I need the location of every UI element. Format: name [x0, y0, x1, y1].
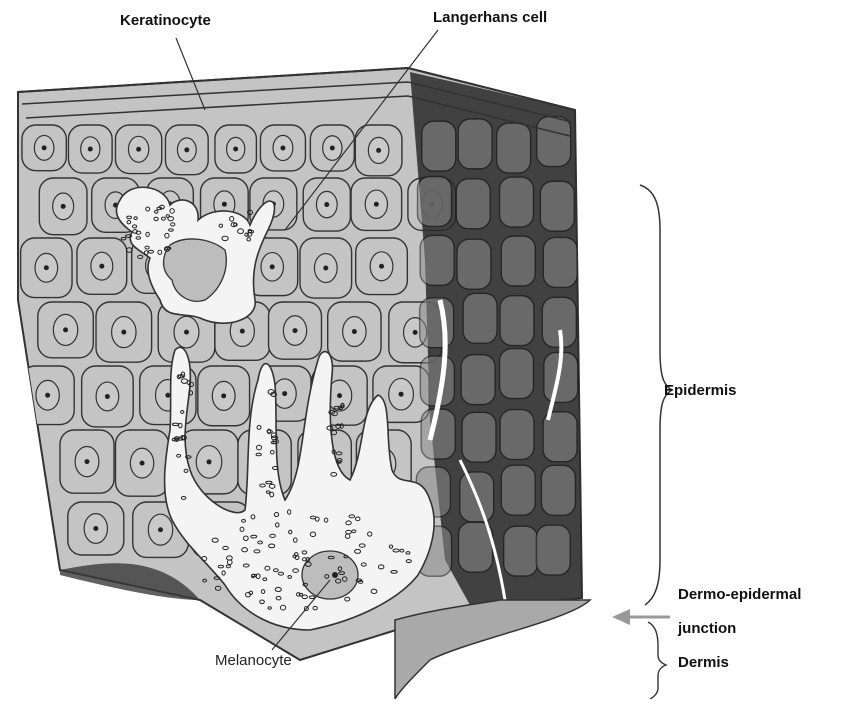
- keratinocyte-nucleolus: [352, 329, 357, 334]
- dark-region-cell: [541, 465, 575, 515]
- keratinocyte-nucleolus: [61, 204, 66, 209]
- dark-region-cell: [458, 119, 492, 169]
- dark-region-cell: [456, 179, 490, 229]
- dark-region-cell: [497, 123, 531, 173]
- dark-region-cell: [501, 236, 535, 286]
- epidermis-label: Epidermis: [664, 382, 737, 400]
- dark-region-cell: [457, 239, 491, 289]
- keratinocyte-nucleolus: [99, 264, 104, 269]
- keratinocyte-nucleolus: [42, 145, 47, 150]
- keratinocyte-nucleolus: [63, 327, 68, 332]
- dermis-layer: [395, 600, 590, 699]
- dark-region-cell: [463, 293, 497, 343]
- keratinocyte-nucleolus: [374, 202, 379, 207]
- dark-region-cell: [501, 465, 535, 515]
- dark-region-cell: [420, 235, 454, 285]
- keratinocyte-nucleolus: [330, 146, 335, 151]
- keratinocyte-nucleolus: [105, 394, 110, 399]
- keratinocyte-nucleolus: [45, 393, 50, 398]
- langerhans-label: Langerhans cell: [433, 9, 547, 27]
- keratinocyte-nucleolus: [222, 202, 227, 207]
- keratinocyte-nucleolus: [44, 265, 49, 270]
- dark-region-cell: [500, 296, 534, 346]
- dark-region-cell: [422, 121, 456, 171]
- dark-region-cell: [500, 349, 534, 399]
- dark-region-cell: [500, 177, 534, 227]
- dark-region-cell: [421, 409, 455, 459]
- keratinocyte-nucleolus: [184, 330, 189, 335]
- dark-region-cell: [420, 298, 454, 348]
- junction-label: junction: [678, 620, 736, 638]
- keratinocyte-nucleolus: [136, 147, 141, 152]
- dermo-epidermal-label: Dermo-epidermal: [678, 586, 801, 604]
- keratinocyte-nucleolus: [399, 392, 404, 397]
- melanocyte-label: Melanocyte: [215, 652, 292, 670]
- dermis-brace: [648, 622, 666, 699]
- keratinocyte-nucleolus: [221, 393, 226, 398]
- keratinocyte-nucleolus: [233, 146, 238, 151]
- keratinocyte-nucleolus: [337, 393, 342, 398]
- keratinocyte-nucleolus: [240, 329, 245, 334]
- dark-region-cell: [540, 181, 574, 231]
- junction-arrow-head: [612, 609, 630, 625]
- dark-region-cell: [536, 525, 570, 575]
- keratinocyte-nucleolus: [121, 330, 126, 335]
- dermis-label: Dermis: [678, 654, 729, 672]
- dark-region-cell: [417, 176, 451, 226]
- keratinocyte-nucleolus: [270, 264, 275, 269]
- dark-region-cell: [461, 355, 495, 405]
- keratinocyte-nucleolus: [165, 393, 170, 398]
- keratinocyte-nucleolus: [323, 266, 328, 271]
- dark-region-cell: [500, 410, 534, 460]
- keratinocyte-nucleolus: [184, 147, 189, 152]
- melanocyte-nucleus: [302, 551, 358, 599]
- keratinocyte-nucleolus: [93, 526, 98, 531]
- dark-region-cell: [504, 526, 538, 576]
- keratinocyte-nucleolus: [280, 145, 285, 150]
- keratinocyte-nucleolus: [324, 202, 329, 207]
- keratinocyte-nucleolus: [140, 461, 145, 466]
- keratinocyte-nucleolus: [158, 527, 163, 532]
- keratinocyte-nucleolus: [379, 264, 384, 269]
- keratinocyte-nucleolus: [207, 459, 212, 464]
- melanocyte-nucleolus: [332, 572, 338, 578]
- keratinocyte-nucleolus: [293, 328, 298, 333]
- keratinocyte-nucleolus: [84, 459, 89, 464]
- keratinocyte-label: Keratinocyte: [120, 12, 211, 30]
- keratinocyte-nucleolus: [282, 391, 287, 396]
- keratinocyte-nucleolus: [88, 147, 93, 152]
- keratinocyte-nucleolus: [413, 330, 418, 335]
- keratinocyte-nucleolus: [376, 148, 381, 153]
- dark-region-cell: [543, 237, 577, 287]
- dark-region-cell: [537, 117, 571, 167]
- dark-region-cell: [462, 412, 496, 462]
